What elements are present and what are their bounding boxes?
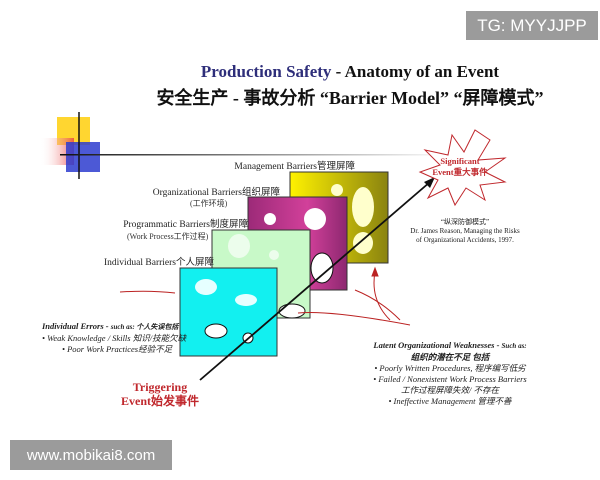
triggering-line1: Triggering xyxy=(132,380,188,394)
starburst xyxy=(418,129,507,207)
panel-individual xyxy=(179,267,278,357)
individual-error-item: • Poor Work Practices经验不足 xyxy=(62,344,173,354)
latent-item: • Poorly Written Procedures, 程序编写低劣 xyxy=(374,363,526,373)
latent-item: • Ineffective Management 管理不善 xyxy=(388,396,512,406)
significant-line2: Event重大事件 xyxy=(432,167,488,177)
latent-item: 工作过程屏障失效/ 不存在 xyxy=(401,385,499,395)
watermark-top: TG: MYYJJPP xyxy=(466,11,598,40)
triggering-event: Triggering Event始发事件 xyxy=(105,380,215,408)
label-individual: Individual Barriers个人屏障 xyxy=(103,258,214,268)
title-rest: - Anatomy of an Event xyxy=(331,62,500,81)
individual-error-item: • Weak Knowledge / Skills 知识/技能欠缺 xyxy=(42,333,187,343)
latent-arrows xyxy=(119,266,411,326)
individual-errors-heading: Individual Errors - xyxy=(42,321,111,331)
triggering-line2: Event始发事件 xyxy=(120,394,199,408)
significant-event: Significant Event重大事件 xyxy=(420,156,500,178)
latent-weaknesses: Latent Organizational Weaknesses - Such … xyxy=(350,340,550,407)
significant-line1: Significant xyxy=(440,156,480,166)
latent-heading: Latent Organizational Weaknesses - xyxy=(373,340,502,350)
individual-errors-such: such as: 个人失误包括 xyxy=(110,323,179,331)
label-programmatic-sub: (Work Process工作过程) xyxy=(127,232,209,241)
trajectory-arrow xyxy=(199,177,435,381)
decor-squares xyxy=(40,112,450,179)
label-organizational: Organizational Barriers组织屏障 xyxy=(152,188,280,198)
latent-heading-cn: 组织的潜在不足 包括 xyxy=(410,352,490,362)
label-management: Management Barriers管理屏障 xyxy=(234,162,355,172)
label-programmatic: Programmatic Barriers制度屏障 xyxy=(123,220,248,230)
latent-such: Such as: xyxy=(501,342,527,350)
label-organizational-sub: (工作环境) xyxy=(190,199,228,208)
citation-source: of Organizational Accidents, 1997. xyxy=(416,236,514,244)
title-highlight: Production Safety xyxy=(200,62,332,81)
watermark-bottom: www.mobikai8.com xyxy=(10,440,172,470)
citation-author: Dr. James Reason, Managing the Risks xyxy=(410,227,520,235)
latent-item: • Failed / Nonexistent Work Process Barr… xyxy=(373,374,527,384)
individual-errors: Individual Errors - such as: 个人失误包括 • We… xyxy=(42,321,186,355)
title-cn: 安全生产 - 事故分析 “Barrier Model” “屏障模式” xyxy=(156,88,544,108)
title-en: Production Safety - Anatomy of an Event xyxy=(0,62,600,82)
citation-cn: “纵深防御模式” xyxy=(440,218,490,226)
citation: “纵深防御模式” Dr. James Reason, Managing the … xyxy=(400,218,530,245)
